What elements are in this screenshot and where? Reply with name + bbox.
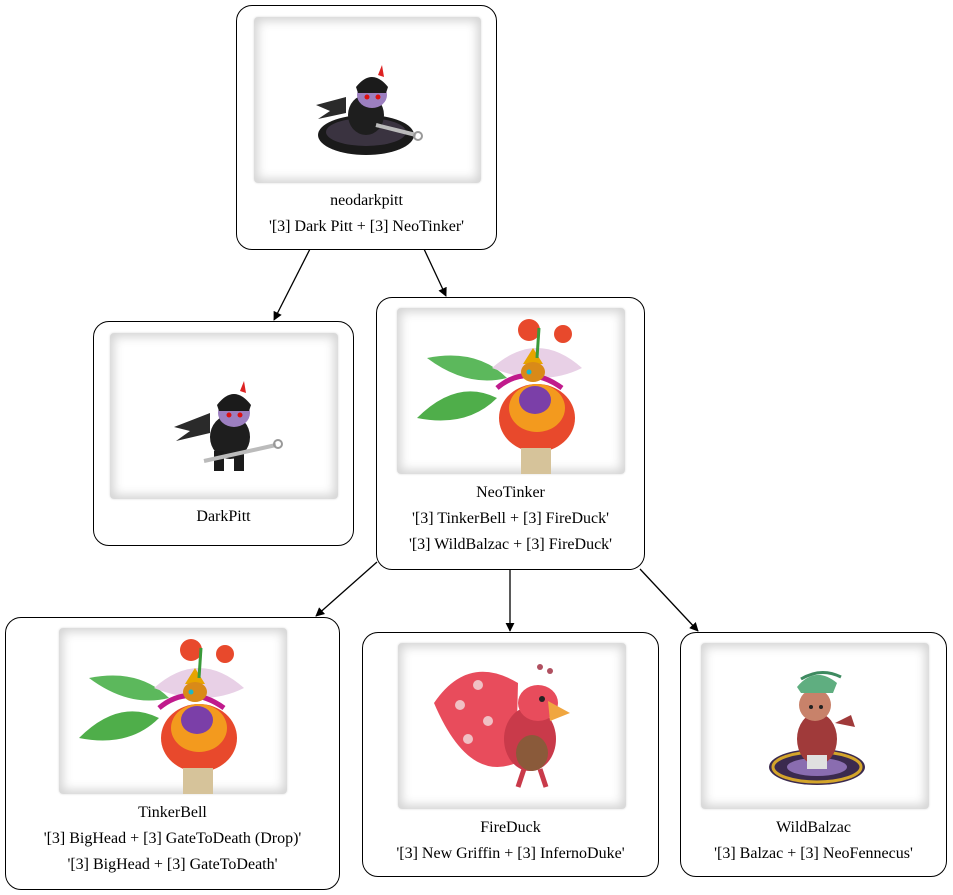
node-tinkerbell-recipe-2: '[3] BigHead + [3] GateToDeath' [67, 856, 278, 873]
node-wildbalzac[interactable]: WildBalzac '[3] Balzac + [3] NeoFennecus… [680, 632, 947, 877]
node-neotinker-name: NeoTinker [476, 484, 545, 501]
node-neotinker-image-frame [397, 308, 625, 474]
dark-imp-icon [174, 381, 283, 471]
node-tinkerbell-name: TinkerBell [138, 804, 207, 821]
dark-imp-on-disc-icon [316, 65, 423, 155]
node-wildbalzac-recipe-1: '[3] Balzac + [3] NeoFennecus' [714, 845, 913, 862]
node-wildbalzac-name: WildBalzac [776, 819, 851, 836]
node-neotinker[interactable]: NeoTinker '[3] TinkerBell + [3] FireDuck… [376, 297, 645, 570]
node-neodarkpitt[interactable]: neodarkpitt '[3] Dark Pitt + [3] NeoTink… [236, 5, 497, 250]
node-neodarkpitt-recipe-1: '[3] Dark Pitt + [3] NeoTinker' [268, 218, 465, 235]
node-tinkerbell-image-frame [59, 628, 287, 794]
edge-neotinker-tinkerbell [315, 561, 378, 617]
node-tinkerbell[interactable]: TinkerBell '[3] BigHead + [3] GateToDeat… [5, 617, 340, 890]
edge-neodarkpitt-neotinker [423, 248, 447, 297]
node-neodarkpitt-image-frame [254, 17, 481, 183]
fire-flower-fairy-icon [79, 639, 244, 794]
node-neodarkpitt-name: neodarkpitt [330, 192, 403, 209]
node-fireduck-image-frame [398, 643, 626, 809]
node-neodarkpitt-text: neodarkpitt '[3] Dark Pitt + [3] NeoTink… [237, 188, 496, 240]
node-wildbalzac-text: WildBalzac '[3] Balzac + [3] NeoFennecus… [681, 815, 946, 867]
node-neotinker-recipe-2: '[3] WildBalzac + [3] FireDuck' [408, 536, 613, 553]
node-neotinker-text: NeoTinker '[3] TinkerBell + [3] FireDuck… [377, 480, 644, 558]
chef-on-portal-icon [769, 671, 865, 785]
node-tinkerbell-text: TinkerBell '[3] BigHead + [3] GateToDeat… [6, 800, 339, 878]
node-fireduck-recipe-1: '[3] New Griffin + [3] InfernoDuke' [396, 845, 625, 862]
fire-flower-fairy-icon [417, 319, 582, 474]
node-darkpitt-image-frame [110, 333, 338, 499]
node-neotinker-recipe-1: '[3] TinkerBell + [3] FireDuck' [412, 510, 609, 527]
node-darkpitt[interactable]: DarkPitt [93, 321, 354, 546]
red-bird-icon [434, 664, 570, 788]
node-tinkerbell-recipe-1: '[3] BigHead + [3] GateToDeath (Drop)' [43, 830, 302, 847]
edge-neotinker-wildbalzac [639, 568, 699, 632]
node-darkpitt-text: DarkPitt [94, 504, 353, 530]
edge-neodarkpitt-darkpitt [273, 248, 311, 321]
node-fireduck-text: FireDuck '[3] New Griffin + [3] InfernoD… [363, 815, 658, 867]
node-fireduck-name: FireDuck [480, 819, 541, 836]
node-fireduck[interactable]: FireDuck '[3] New Griffin + [3] InfernoD… [362, 632, 659, 877]
node-wildbalzac-image-frame [701, 643, 929, 809]
node-darkpitt-name: DarkPitt [196, 508, 251, 525]
